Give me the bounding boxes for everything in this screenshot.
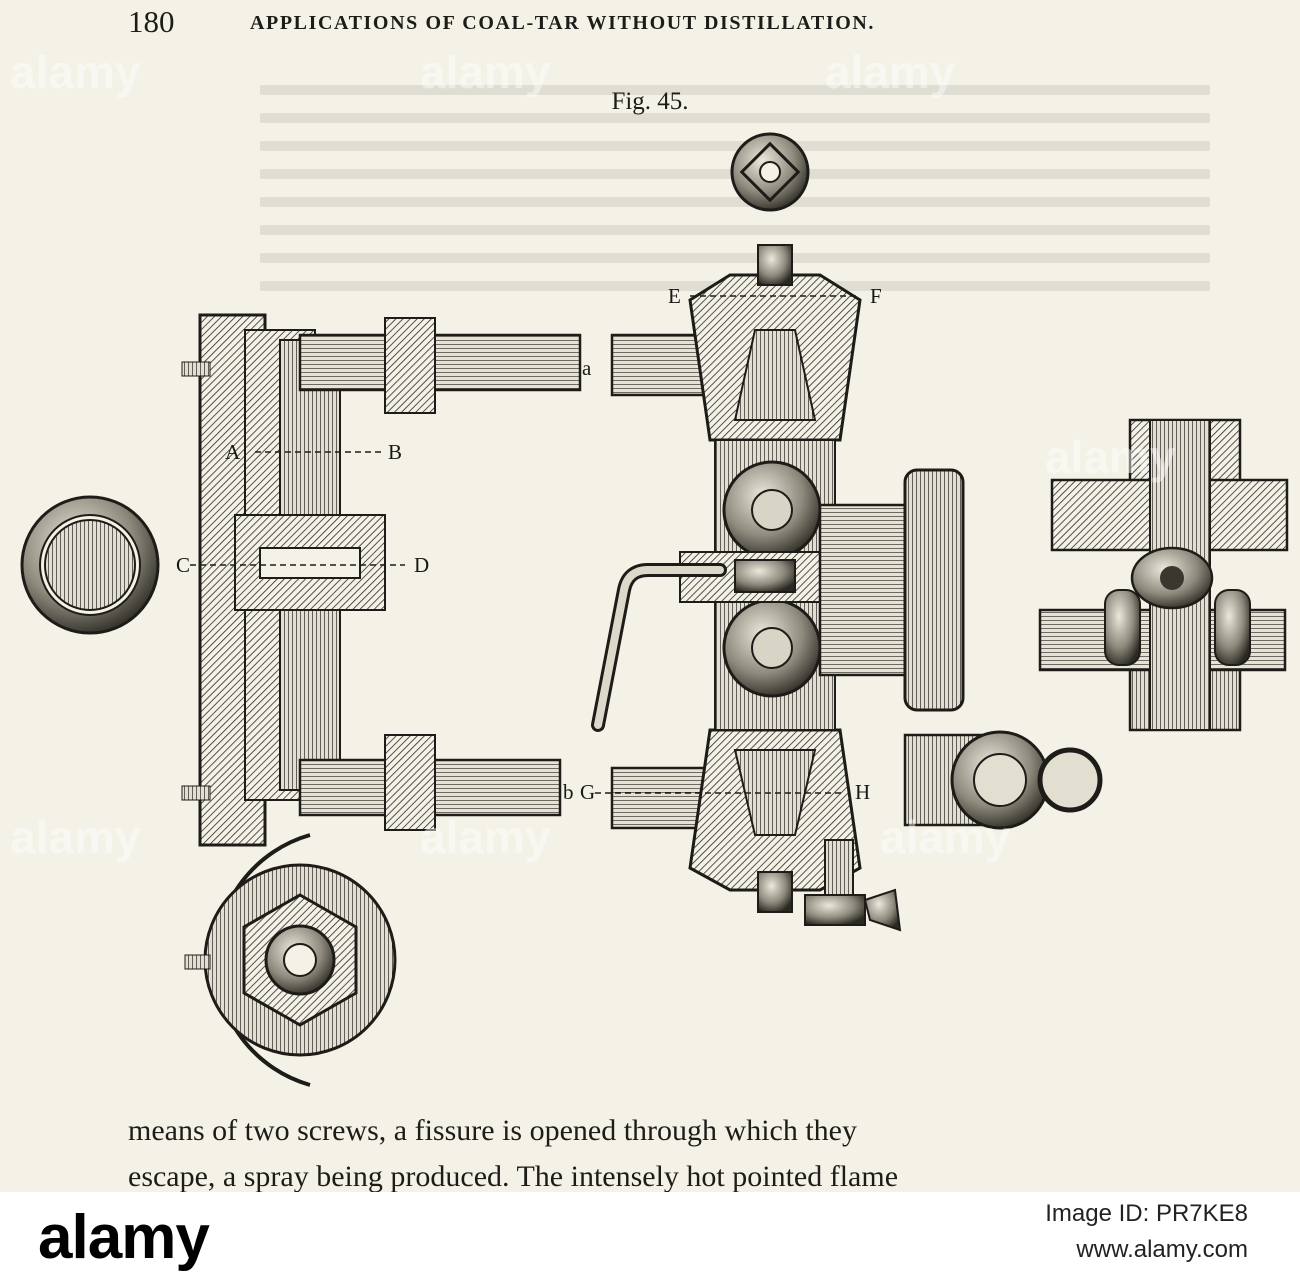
watermark: alamy [420,811,551,863]
stock-url: www.alamy.com [1076,1236,1248,1263]
label-H: H [855,780,871,804]
watermark: alamy [10,811,141,863]
label-E: E [668,284,681,308]
watermark: alamy [10,46,141,98]
label-F: F [870,284,882,308]
label-D: D [414,553,430,577]
bottom-nut-view [184,833,397,1087]
body-text: means of two screws, a fissure is opened… [128,1108,1188,1192]
label-G: G [580,780,596,804]
watermark: alamy [880,811,1011,863]
label-b: b [563,780,574,804]
body-line: escape, a spray being produced. The inte… [128,1160,899,1192]
book-page: 180 APPLICATIONS OF COAL-TAR WITHOUT DIS… [10,4,1289,1192]
label-C: C [176,553,191,577]
watermark: alamy [420,46,551,98]
right-sectional-view [1038,418,1289,732]
left-end-ring [20,495,160,635]
running-title: APPLICATIONS OF COAL-TAR WITHOUT DISTILL… [250,12,875,34]
alamy-logo: alamy [38,1203,210,1272]
figure-caption: Fig. 45. [611,88,689,115]
left-sectional-view [181,313,582,847]
watermark: alamy [825,46,956,98]
stock-banner: alamy Image ID: PR7KE8 www.alamy.com [0,1192,1300,1280]
body-line: means of two screws, a fissure is opened… [128,1114,857,1147]
page-number: 180 [128,4,175,39]
label-B: B [388,440,403,464]
central-burner-view [591,244,965,932]
label-a: a [582,356,592,380]
watermark: alamy [1045,431,1176,483]
label-A: A [225,440,241,464]
running-head: 180 APPLICATIONS OF COAL-TAR WITHOUT DIS… [128,4,1138,39]
top-plug-view [730,132,810,212]
elbow-fitting-view [903,730,1103,830]
engraving-figure [20,132,1289,1087]
image-id: Image ID: PR7KE8 [1045,1200,1248,1227]
